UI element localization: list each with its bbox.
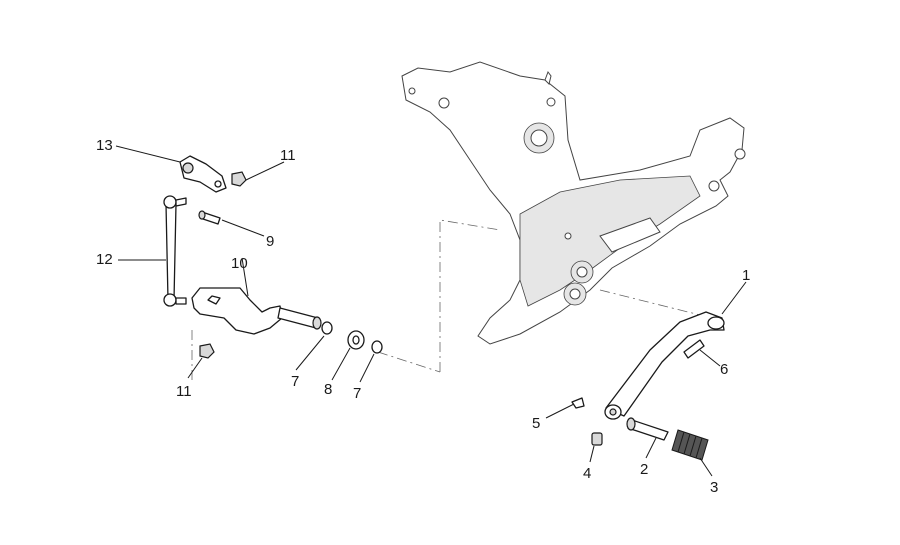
callout-labels: 1 2 3 4 5 6 7 8 7 9 10 11 11 12 13 bbox=[96, 137, 750, 496]
circlip-part-7b bbox=[371, 340, 383, 354]
lever-arm-part-10 bbox=[191, 287, 322, 335]
circlip-part-7a bbox=[321, 321, 333, 335]
screw-part-4 bbox=[591, 432, 603, 446]
callout-5: 5 bbox=[532, 415, 540, 432]
nut-part-11a bbox=[231, 171, 247, 187]
callout-3: 3 bbox=[710, 479, 718, 496]
callout-2: 2 bbox=[640, 461, 648, 478]
callout-11a: 11 bbox=[280, 147, 296, 164]
linkage-rod-part-12 bbox=[163, 195, 187, 307]
callout-4: 4 bbox=[583, 465, 591, 482]
lever-part-1 bbox=[604, 311, 725, 420]
callout-8: 8 bbox=[324, 381, 332, 398]
rubber-peg-part-3 bbox=[671, 429, 709, 461]
leader-lines bbox=[115, 145, 747, 477]
pivot-pin-part-2 bbox=[626, 417, 669, 441]
bolt-part-9 bbox=[198, 210, 221, 225]
callout-13: 13 bbox=[96, 137, 113, 154]
upper-arm-part-13 bbox=[179, 155, 227, 193]
bolt-part-6 bbox=[683, 339, 705, 359]
clip-part-5 bbox=[571, 397, 585, 409]
callout-9: 9 bbox=[266, 233, 274, 250]
nut-part-11b bbox=[199, 343, 215, 359]
callout-7b: 7 bbox=[353, 385, 361, 402]
callout-10: 10 bbox=[231, 255, 248, 272]
frame-bracket bbox=[401, 61, 746, 345]
washer-part-8 bbox=[347, 330, 365, 350]
callout-12: 12 bbox=[96, 251, 113, 268]
callout-11b: 11 bbox=[176, 383, 192, 400]
callout-7a: 7 bbox=[291, 373, 299, 390]
callout-6: 6 bbox=[720, 361, 728, 378]
callout-1: 1 bbox=[742, 267, 750, 284]
